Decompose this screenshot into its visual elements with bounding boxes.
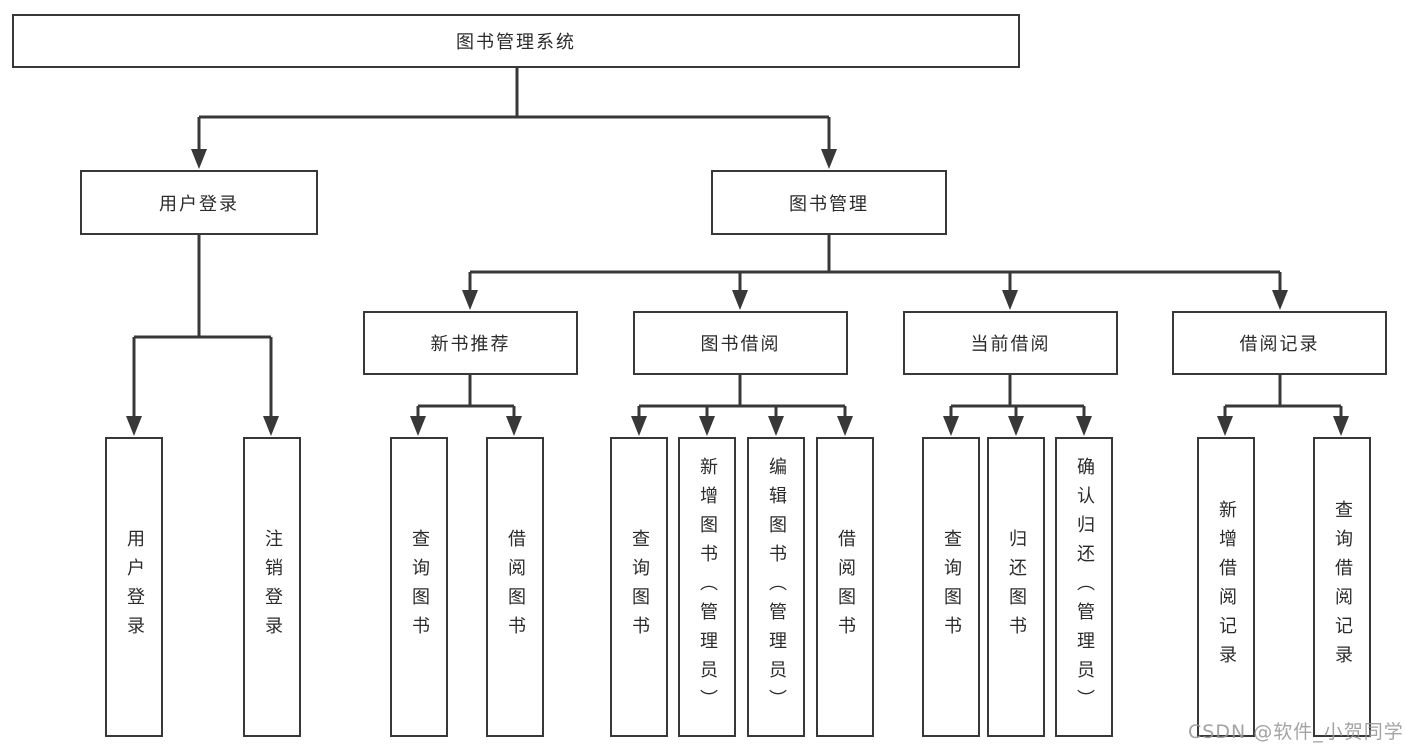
node-label: 新增借阅记录 — [1216, 500, 1237, 674]
node-label: 当前借阅 — [970, 334, 1051, 355]
node-borrowing-records: 借阅记录 — [1172, 311, 1387, 375]
csdn-watermark: CSDN @软件_小贺同学 — [1188, 721, 1404, 743]
node-library-system: 图书管理系统 — [12, 14, 1020, 68]
node-label: 借阅记录 — [1239, 334, 1320, 355]
node-label: 查询图书 — [409, 529, 430, 645]
node-leaf-borrow-books-recommend: 借阅图书 — [486, 437, 544, 737]
node-label: 归还图书 — [1006, 529, 1027, 645]
node-new-book-recommendation: 新书推荐 — [363, 311, 578, 375]
node-label: 图书管理 — [789, 193, 869, 215]
node-label: 注销登录 — [262, 529, 283, 645]
node-label: 用户登录 — [124, 529, 145, 645]
node-label: 借阅图书 — [835, 529, 856, 645]
node-current-borrowing: 当前借阅 — [903, 311, 1118, 375]
node-label: 图书借阅 — [700, 334, 781, 355]
node-label: 查询图书 — [941, 529, 962, 645]
node-label: 新书推荐 — [430, 334, 511, 355]
node-label: 编辑图书（管理员） — [766, 456, 787, 718]
node-label: 借阅图书 — [505, 529, 526, 645]
node-label: 图书管理系统 — [456, 32, 576, 53]
node-leaf-query-borrow-record: 查询借阅记录 — [1313, 437, 1371, 737]
node-user-login: 用户登录 — [80, 170, 318, 235]
node-leaf-borrow-books-borrowing: 借阅图书 — [816, 437, 874, 737]
node-label: 查询借阅记录 — [1332, 500, 1353, 674]
node-leaf-logout: 注销登录 — [243, 437, 301, 737]
node-leaf-user-login: 用户登录 — [105, 437, 163, 737]
node-label: 新增图书（管理员） — [697, 456, 718, 718]
node-book-management: 图书管理 — [711, 170, 947, 235]
node-leaf-add-borrow-record: 新增借阅记录 — [1197, 437, 1255, 737]
node-leaf-query-books-borrowing: 查询图书 — [610, 437, 668, 737]
node-leaf-query-books-recommend: 查询图书 — [390, 437, 448, 737]
arrowheads — [126, 149, 1349, 436]
node-label: 确认归还（管理员） — [1074, 456, 1095, 718]
node-leaf-confirm-return-admin: 确认归还（管理员） — [1055, 437, 1113, 737]
node-label: 查询图书 — [629, 529, 650, 645]
node-leaf-edit-book-admin: 编辑图书（管理员） — [747, 437, 805, 737]
node-label: 用户登录 — [159, 193, 239, 215]
node-book-borrowing: 图书借阅 — [633, 311, 848, 375]
node-leaf-add-book-admin: 新增图书（管理员） — [678, 437, 736, 737]
node-leaf-query-books-current: 查询图书 — [922, 437, 980, 737]
node-leaf-return-book: 归还图书 — [987, 437, 1045, 737]
